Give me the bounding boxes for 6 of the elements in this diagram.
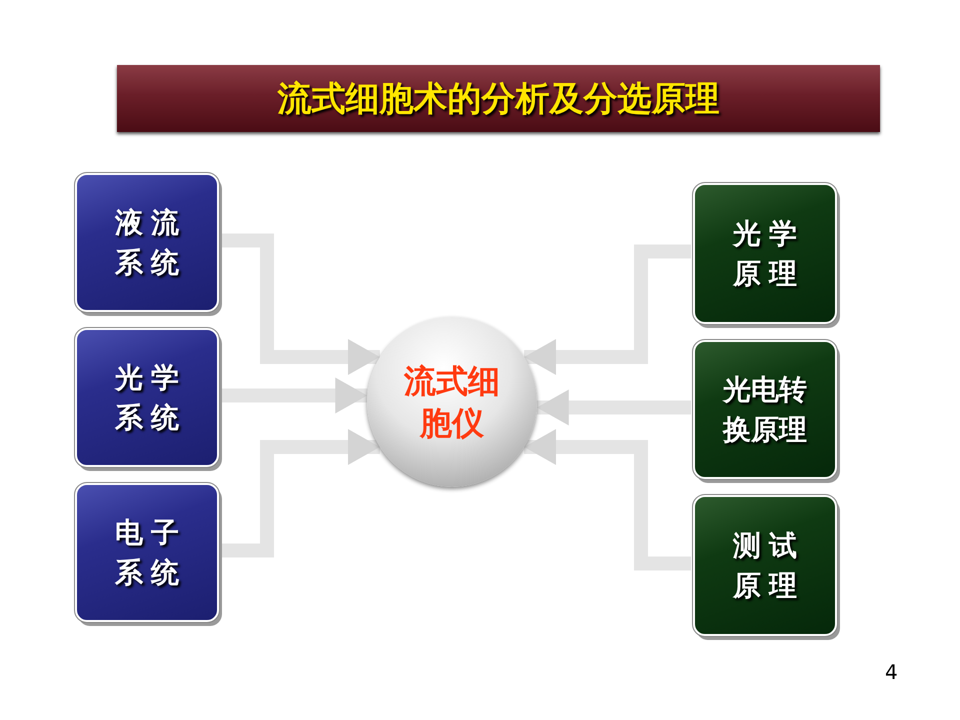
center-sphere: 流式细胞仪 bbox=[367, 317, 537, 487]
arrow bbox=[524, 429, 691, 570]
arrow bbox=[524, 244, 691, 375]
page-number: 4 bbox=[885, 660, 898, 684]
title-banner: 流式细胞术的分析及分选原理 bbox=[117, 65, 880, 132]
arrow bbox=[536, 390, 691, 426]
